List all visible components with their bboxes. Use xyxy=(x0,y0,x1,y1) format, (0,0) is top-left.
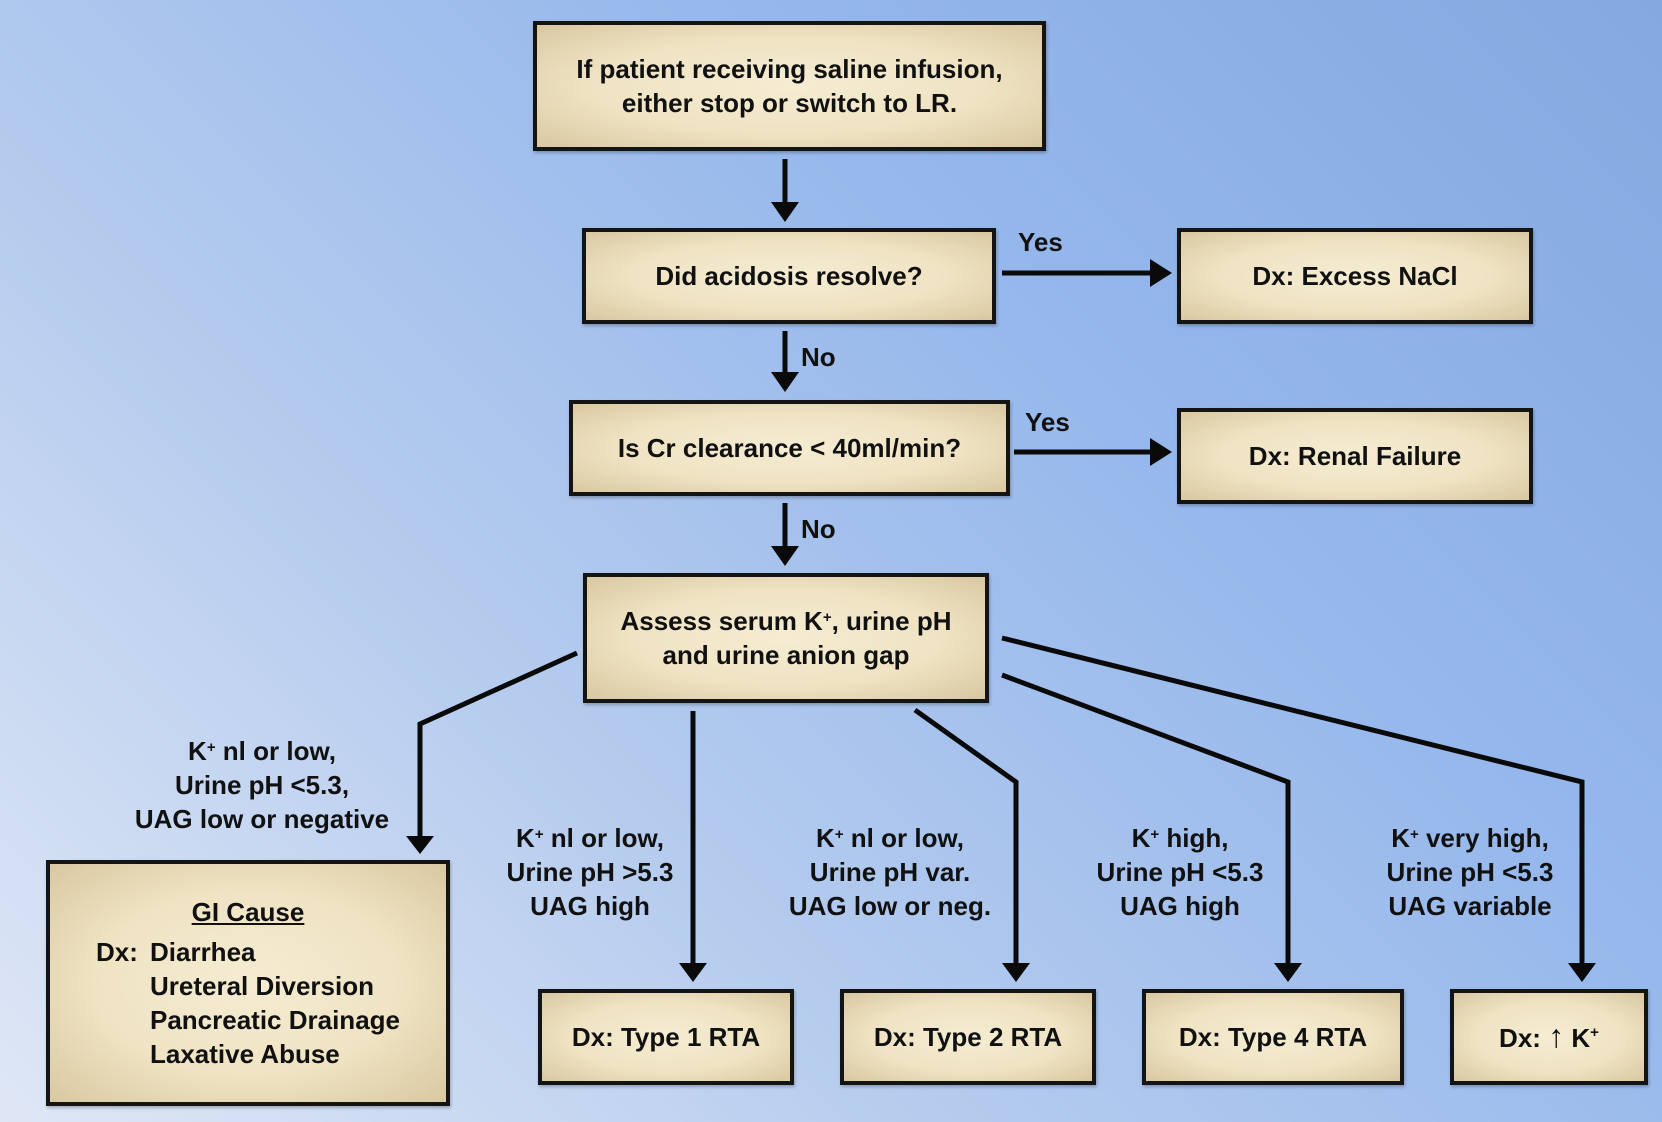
branch-gi-line xyxy=(417,650,579,838)
question-cr-clearance-box: Is Cr clearance < 40ml/min? xyxy=(569,400,1010,496)
gi-item: Laxative Abuse xyxy=(149,1039,340,1069)
dx-type1-rta-text: Dx: Type 1 RTA xyxy=(571,1022,761,1052)
dx-type2-rta-box: Dx: Type 2 RTA xyxy=(840,989,1096,1085)
assess-line-2: and urine anion gap xyxy=(662,640,910,670)
q1-no-label: No xyxy=(801,342,836,372)
gi-dx-prefix: Dx: xyxy=(95,937,138,967)
branch-label-type2: K+ nl or low, Urine pH var. UAG low or n… xyxy=(788,823,992,921)
q1-yes-label: Yes xyxy=(1018,227,1063,257)
arrowhead-q2-yes xyxy=(1150,438,1172,466)
arrowhead-q1-no xyxy=(771,372,799,392)
branch-type2-line xyxy=(913,707,1019,965)
arrowhead-q1-yes xyxy=(1150,259,1172,287)
arrowhead-type1 xyxy=(679,963,707,982)
branch-label-type4: K+ high, Urine pH <5.3 UAG high xyxy=(1096,823,1264,921)
question-cr-clearance-text: Is Cr clearance < 40ml/min? xyxy=(617,433,962,463)
branch-label-gi: K+ nl or low, Urine pH <5.3, UAG low or … xyxy=(134,736,390,834)
branch-label-type1: K+ nl or low, Urine pH >5.3 UAG high xyxy=(506,823,674,921)
dx-renal-failure-text: Dx: Renal Failure xyxy=(1248,441,1462,471)
gi-cause-title: GI Cause xyxy=(191,897,305,927)
q2-no-label: No xyxy=(801,514,836,544)
dx-excess-nacl-box: Dx: Excess NaCl xyxy=(1177,228,1533,324)
arrowhead-gi xyxy=(406,836,434,854)
start-line-2: either stop or switch to LR. xyxy=(621,88,958,118)
branch-hyperk-line xyxy=(1001,635,1585,965)
assess-box: Assess serum K+, urine pH and urine anio… xyxy=(583,573,989,703)
dx-hyperkalemia-box: Dx: ↑ K+ xyxy=(1450,989,1648,1085)
branch-type4-line xyxy=(1001,672,1291,965)
branch-label-hyperk: K+ very high, Urine pH <5.3 UAG variable xyxy=(1386,823,1554,921)
arrowhead-hyperk xyxy=(1568,963,1596,982)
arrowhead-q2-no xyxy=(771,546,799,566)
arrowhead-start xyxy=(771,202,799,222)
start-line-1: If patient receiving saline infusion, xyxy=(576,54,1003,84)
dx-excess-nacl-text: Dx: Excess NaCl xyxy=(1252,261,1458,291)
question-acidosis-text: Did acidosis resolve? xyxy=(655,261,923,291)
dx-type1-rta-box: Dx: Type 1 RTA xyxy=(538,989,794,1085)
dx-type4-rta-box: Dx: Type 4 RTA xyxy=(1142,989,1404,1085)
dx-hyperkalemia-text: Dx: ↑ K+ xyxy=(1499,1018,1599,1054)
dx-renal-failure-box: Dx: Renal Failure xyxy=(1177,408,1533,504)
dx-type4-rta-text: Dx: Type 4 RTA xyxy=(1178,1022,1368,1052)
arrowhead-type2 xyxy=(1002,963,1030,982)
assess-line-1: Assess serum K+, urine pH xyxy=(620,606,952,636)
question-acidosis-box: Did acidosis resolve? xyxy=(582,228,996,324)
gi-item: Ureteral Diversion xyxy=(149,971,374,1001)
dx-type2-rta-text: Dx: Type 2 RTA xyxy=(873,1022,1063,1052)
q2-yes-label: Yes xyxy=(1025,407,1070,437)
gi-item: Pancreatic Drainage xyxy=(149,1005,400,1035)
gi-cause-box: GI Cause Dx: Diarrhea Ureteral Diversion … xyxy=(46,860,450,1106)
arrowhead-type4 xyxy=(1274,963,1302,982)
gi-cause-list: Dx: Diarrhea Ureteral Diversion Pancreati… xyxy=(96,935,400,1071)
gi-item: Diarrhea xyxy=(149,937,256,967)
start-box: If patient receiving saline infusion, ei… xyxy=(533,21,1046,151)
up-arrow-icon: ↑ xyxy=(1548,1018,1565,1054)
